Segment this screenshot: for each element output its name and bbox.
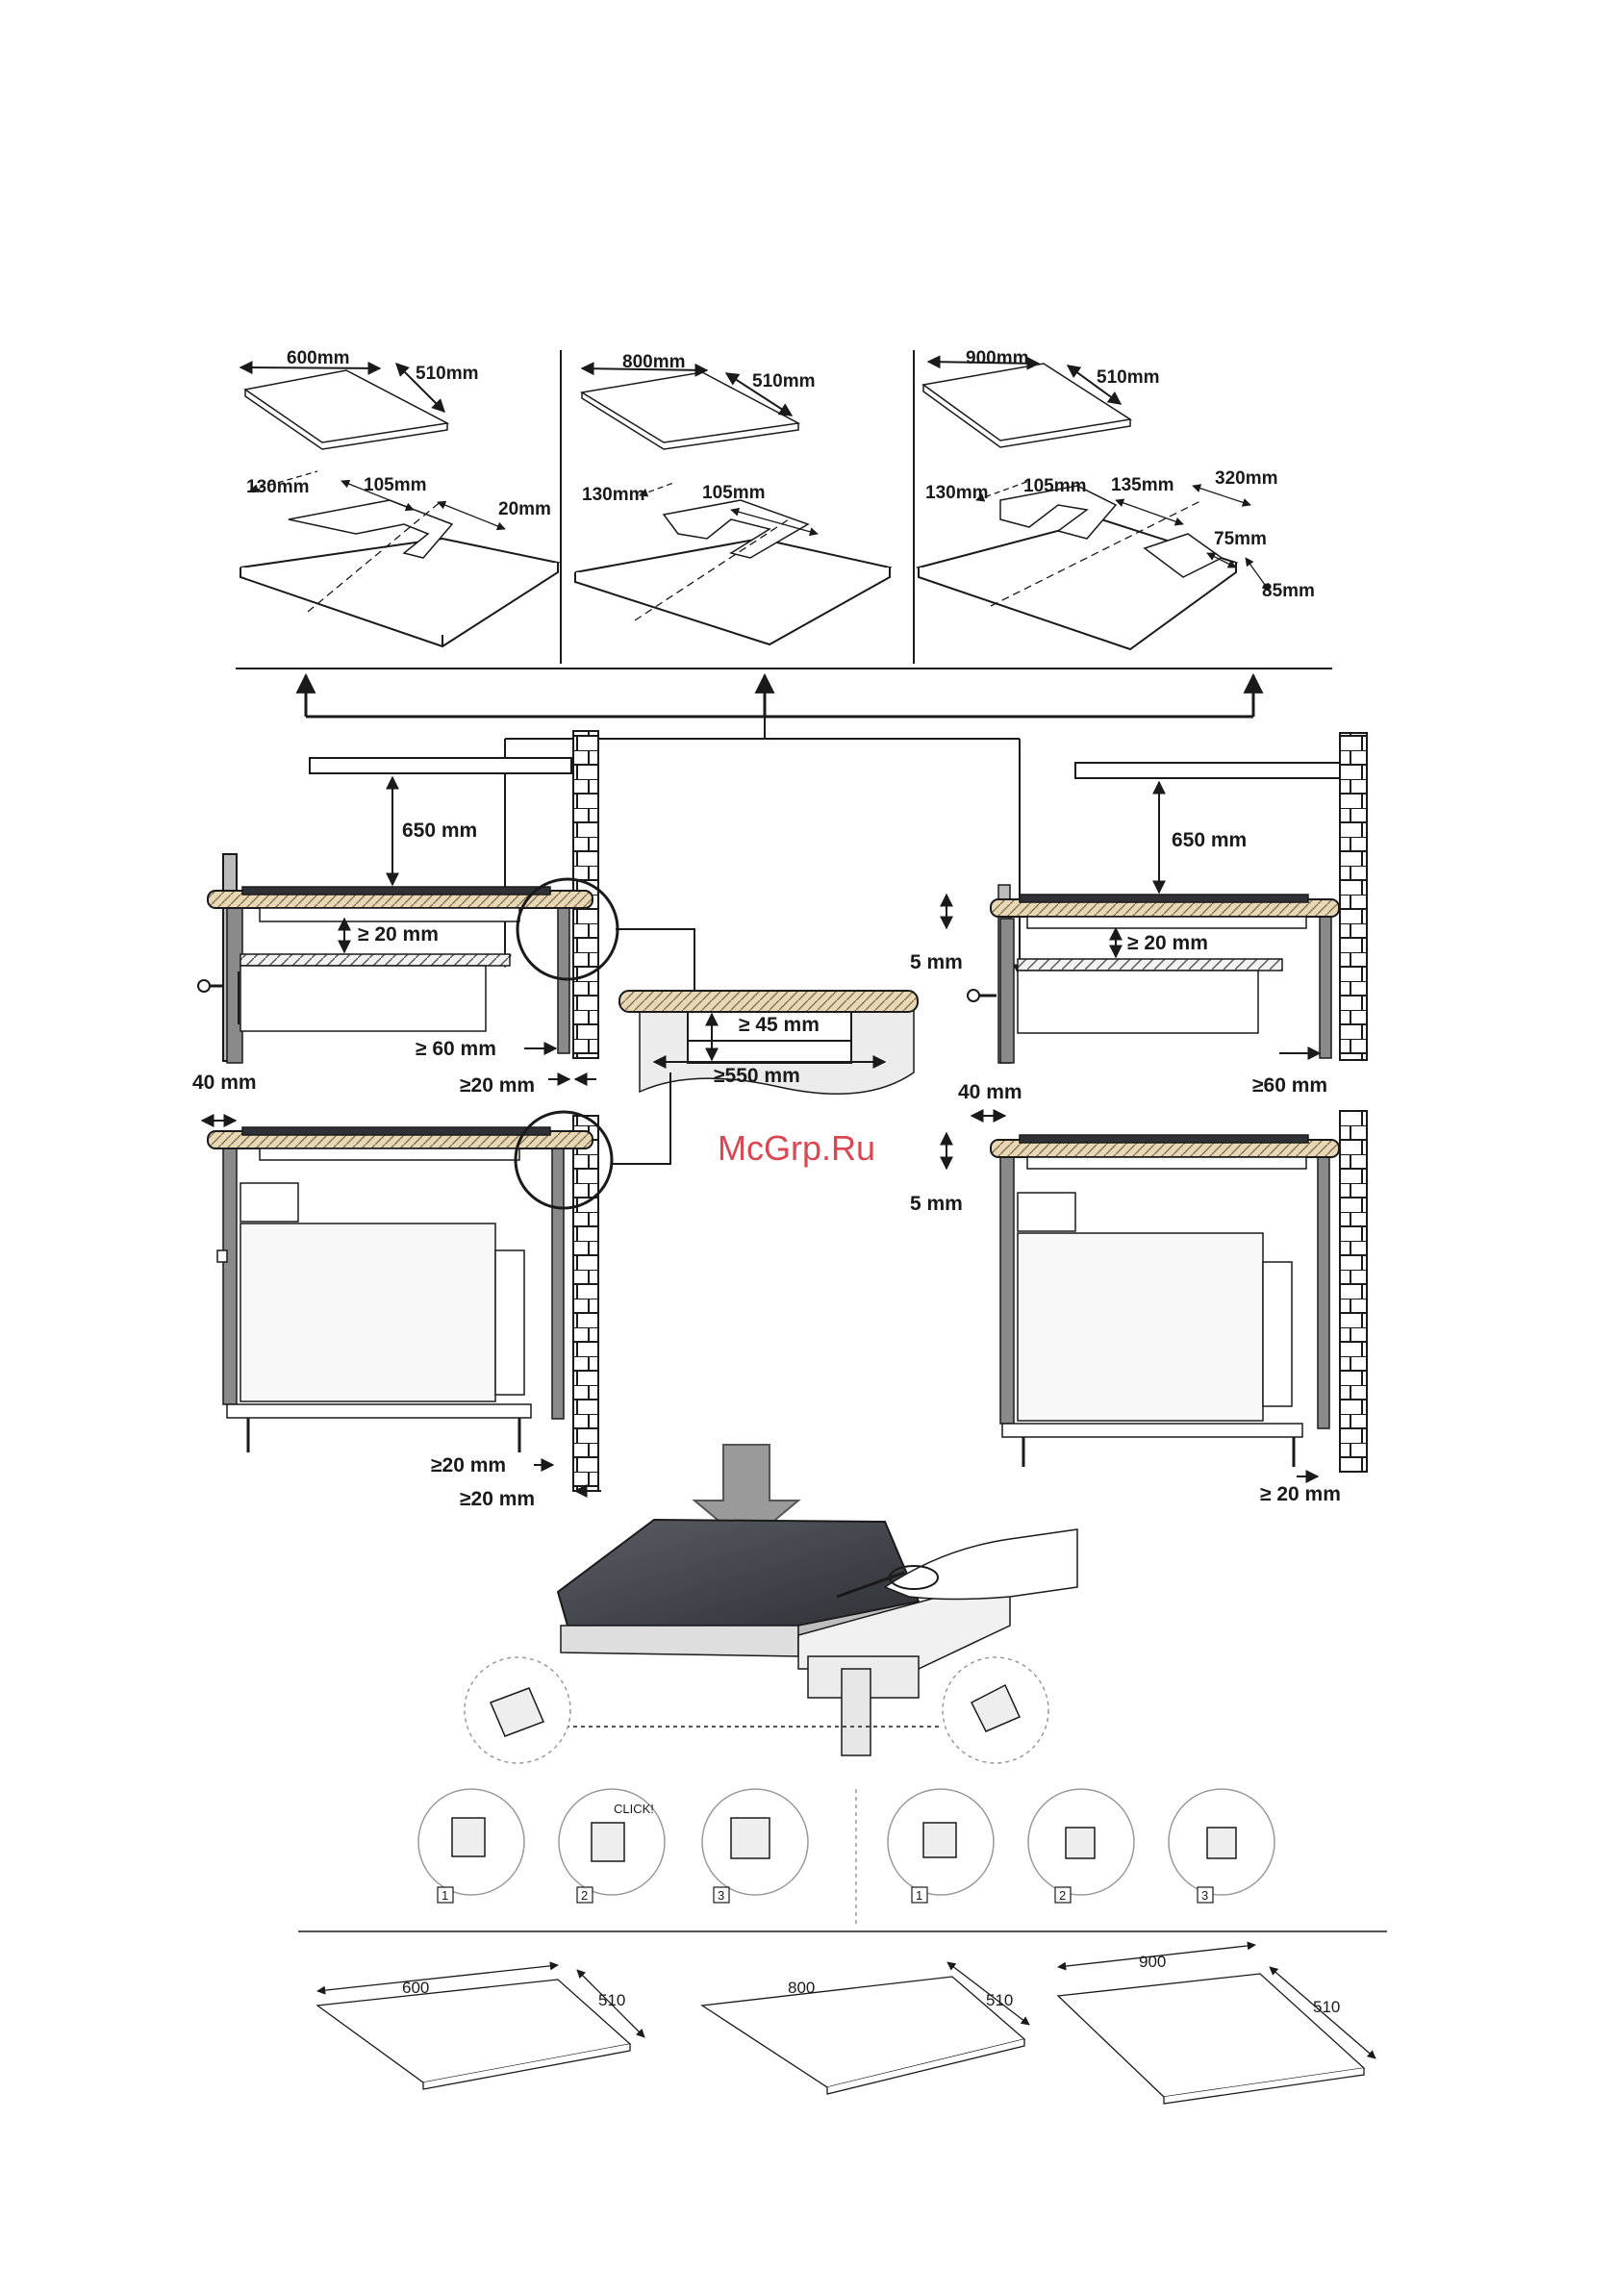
bottom-left-b: ≥20 mm [460, 1488, 535, 1510]
side-right: ≥60 mm [1252, 1074, 1327, 1097]
cutout-panels [240, 350, 1270, 664]
step-left-1: 1 [442, 1888, 448, 1903]
plate-600-depth: 510 [598, 1991, 625, 2009]
step-right-2: 2 [1059, 1888, 1066, 1903]
step-right-1: 1 [916, 1888, 922, 1903]
step-left-2: 2 [581, 1888, 588, 1903]
wall-left: ≥20 mm [460, 1074, 535, 1097]
oven-left [240, 1224, 495, 1401]
plate-900-depth: 510 [1313, 1998, 1340, 2016]
cutout-800-width: 800mm [622, 352, 686, 372]
detail-height: ≥ 45 mm [739, 1014, 820, 1036]
cutout-900-c3: 135mm [1111, 475, 1174, 495]
bottom-plates [317, 1945, 1375, 2104]
hob-glass [558, 1520, 919, 1626]
cutout-600-c1: 130mm [246, 477, 310, 497]
cutout-600-c3: 20mm [498, 499, 551, 519]
click-label: CLICK! [614, 1802, 654, 1816]
step-right-3: 3 [1201, 1888, 1208, 1903]
gap-right: ≥ 20 mm [1127, 932, 1208, 954]
cutout-panel-900 [919, 362, 1270, 649]
cutout-900-c6: 85mm [1262, 581, 1315, 601]
install-right-upper: 650 mm ≥ 20 mm 5 mm ≥60 mm [910, 733, 1367, 1097]
side-left: ≥ 60 mm [416, 1038, 496, 1060]
edge-right-lower: 40 mm [958, 1081, 1022, 1103]
step-left-3: 3 [718, 1888, 724, 1903]
detail-width: ≥550 mm [714, 1065, 800, 1087]
watermark: McGrp.Ru [718, 1128, 875, 1168]
cutout-panel-800 [575, 368, 890, 644]
cutout-900-depth: 510mm [1097, 367, 1160, 388]
plate-800-width: 800 [788, 1979, 815, 1997]
edge-right: 5 mm [910, 951, 963, 973]
detail-callout: ≥ 45 mm ≥550 mm [619, 991, 918, 1094]
install-left-lower: 40 mm ≥20 mm ≥20 mm [192, 1072, 670, 1510]
bottom-left-a: ≥20 mm [431, 1454, 506, 1476]
clip-steps [418, 1789, 1274, 1924]
install-right-lower: 40 mm 5 mm ≥ 20 mm [910, 1081, 1367, 1505]
install-left-upper: 650 mm ≥ 20 mm ≥ 60 mm ≥20 mm [198, 731, 694, 1097]
cutout-800-depth: 510mm [752, 371, 816, 391]
edge-left: 40 mm [192, 1072, 257, 1094]
hood-left [310, 758, 571, 773]
cutout-800-c1: 130mm [582, 485, 645, 505]
cutout-600-depth: 510mm [416, 364, 479, 384]
cutout-900-c1: 130mm [925, 483, 989, 503]
cutout-600-c2: 105mm [364, 475, 427, 495]
cutout-900-c4: 320mm [1215, 468, 1278, 489]
hob-insertion [465, 1445, 1077, 1763]
edge-right-5: 5 mm [910, 1193, 963, 1215]
cutout-900-c2: 105mm [1023, 476, 1087, 496]
cutout-900-width: 900mm [966, 348, 1029, 368]
cutout-900-c5: 75mm [1214, 529, 1267, 549]
plate-900-width: 900 [1139, 1953, 1166, 1971]
cutout-800-c2: 105mm [702, 483, 766, 503]
plate-800-depth: 510 [986, 1991, 1013, 2009]
plate-600-width: 600 [402, 1979, 429, 1997]
bottom-right: ≥ 20 mm [1260, 1483, 1341, 1505]
hood-left-distance: 650 mm [402, 820, 477, 842]
hob-glass-left [242, 887, 550, 895]
hood-right-distance: 650 mm [1172, 829, 1247, 851]
gap-left: ≥ 20 mm [358, 923, 439, 946]
cutout-600-width: 600mm [287, 348, 350, 368]
